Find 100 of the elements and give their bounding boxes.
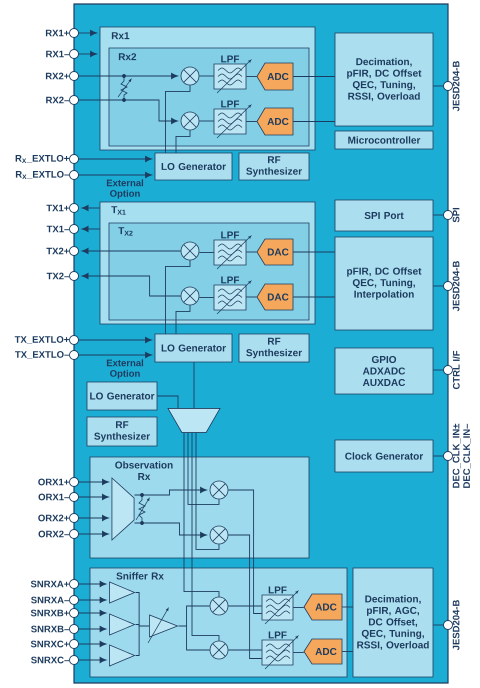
connector	[134, 486, 207, 496]
node-label: ORX2–	[38, 530, 70, 538]
connector	[78, 580, 106, 588]
connector	[432, 624, 444, 626]
node-label: TX1–	[46, 226, 70, 232]
node-label: TX_EXTLO–	[15, 351, 70, 359]
pin: DEC_CLK_IN± DEC_CLK_IN–	[443, 424, 471, 488]
connector	[165, 84, 190, 154]
connector	[78, 640, 106, 648]
pin: TX1+	[46, 203, 79, 213]
node-label: SNRXA+	[30, 580, 69, 588]
node-label: RX2–	[46, 96, 69, 104]
connector	[292, 607, 304, 608]
connector	[292, 652, 304, 653]
node-label: SNRXB+	[30, 610, 69, 616]
node-label: LPF	[221, 100, 240, 108]
pin: ORX1+	[38, 477, 79, 487]
option-note: External Option	[106, 359, 144, 379]
connector	[82, 204, 100, 212]
node-label: LPF	[268, 586, 287, 594]
function-block: LO Generator	[86, 382, 158, 410]
connector	[432, 214, 444, 216]
connector	[228, 490, 262, 614]
node-label: R$_{X}$_EXTLO–	[16, 170, 70, 180]
function-block: Decimation, pFIR, AGC, DC Offset, QEC, Tuning, RSSI, Overload	[352, 568, 434, 678]
mixer-symbol	[210, 640, 228, 660]
pin: CTRL I/F	[443, 350, 460, 390]
connector	[292, 296, 336, 298]
connector	[82, 248, 182, 254]
function-block: RF Synthesizer	[238, 334, 310, 362]
connector	[246, 296, 258, 298]
node-label: CTRL I/F	[452, 350, 460, 390]
connector	[78, 656, 106, 664]
node-label: ORX1+	[38, 478, 69, 486]
connector	[292, 76, 336, 77]
function-block: Clock Generator	[334, 440, 434, 472]
node-label: TX_EXTLO+	[14, 336, 69, 344]
function-block: GPIO ADXADC AUXDAC	[334, 348, 434, 394]
mixer-symbol	[210, 480, 228, 500]
pin: ORX1–	[38, 492, 79, 502]
connector	[78, 172, 152, 178]
node-label: ORX2+	[38, 514, 69, 522]
connector	[135, 626, 150, 656]
pin: SNRXA+	[30, 579, 79, 589]
connector	[342, 651, 354, 652]
filter-block: LPF	[214, 276, 252, 314]
node-label: JESD204-B	[452, 600, 460, 650]
node-label: SNRXC–	[31, 656, 69, 664]
filter-block: LPF	[214, 232, 252, 270]
connector	[78, 514, 109, 522]
connector	[82, 272, 182, 296]
mixer-symbol	[180, 112, 200, 130]
pin: TX2–	[46, 271, 79, 281]
pin: ORX2+	[38, 513, 79, 523]
connector	[78, 610, 106, 616]
node-label: RX1+	[46, 30, 69, 36]
connector	[228, 534, 262, 659]
connector	[178, 626, 210, 650]
connector	[78, 100, 178, 124]
node-label: DEC_CLK_IN±	[452, 424, 460, 488]
pin: RX1+	[46, 28, 79, 38]
filter-block: LPF	[262, 586, 298, 624]
connector	[78, 50, 97, 58]
connector	[78, 30, 97, 36]
function-block: RF Synthesizer	[238, 152, 310, 180]
pin: SNRXC+	[30, 639, 79, 649]
node-label: LPF	[221, 56, 240, 62]
node-label: JESD204-B	[452, 61, 460, 112]
connector	[342, 606, 354, 608]
node-label: ORX1–	[38, 494, 70, 500]
mixer-symbol	[180, 286, 200, 306]
connector	[82, 226, 100, 232]
node-label: SNRXB–	[31, 626, 69, 632]
connector	[78, 494, 109, 500]
pin: TX2+	[46, 246, 79, 256]
connector	[292, 121, 336, 122]
connector	[134, 522, 207, 538]
node-label: LPF	[221, 232, 240, 238]
function-block: LO Generator	[154, 334, 232, 362]
node-label: TX2–	[46, 272, 70, 280]
node-label: RX2+	[46, 72, 69, 80]
pin: JESD204-B	[443, 61, 460, 112]
connector	[176, 130, 190, 154]
function-block: pFIR, DC Offset QEC, Tuning, Interpolation	[334, 236, 434, 330]
mixer-symbol	[210, 596, 228, 616]
connector	[176, 304, 190, 334]
node-label: TX1+	[46, 204, 69, 212]
connector	[246, 76, 258, 77]
node-label: LPF	[221, 276, 240, 284]
filter-block: LPF	[214, 56, 252, 94]
filter-block: LPF	[262, 632, 298, 670]
pin: RX1–	[46, 49, 79, 59]
pin: SNRXB–	[31, 624, 79, 634]
connector	[78, 336, 152, 344]
converter-block: ADC	[304, 638, 342, 664]
node-label: RX1–	[46, 50, 69, 58]
pin: R$_{X}$_EXTLO–	[16, 170, 79, 180]
pin: ORX2–	[38, 529, 79, 539]
filter-block: LPF	[214, 100, 252, 138]
function-block: SPI Port	[334, 200, 434, 232]
